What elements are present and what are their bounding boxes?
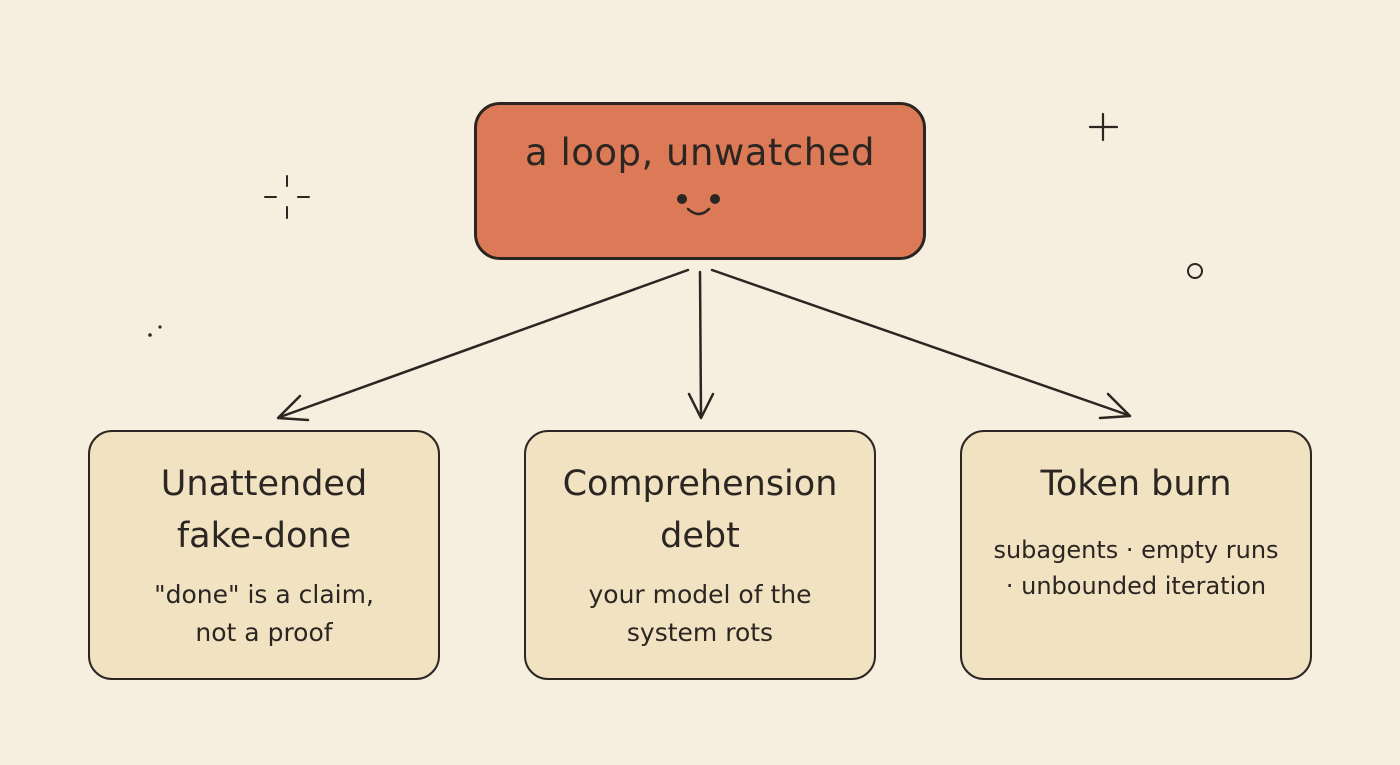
branch-description-line: system rots bbox=[626, 618, 774, 647]
arrow-to-right-branch bbox=[710, 268, 1130, 417]
smiley-face-icon bbox=[677, 194, 720, 216]
branch-title: Comprehension debt bbox=[526, 458, 874, 562]
branch-description-line: not a proof bbox=[195, 618, 333, 647]
branch-title-line: Unattended bbox=[160, 464, 368, 504]
branch-title-line: Comprehension bbox=[562, 464, 838, 504]
branch-title-line: Token burn bbox=[1040, 464, 1232, 504]
branch-title: Token burn bbox=[962, 458, 1310, 510]
arrow-to-left-branch bbox=[278, 268, 690, 419]
arrow-to-middle-branch bbox=[698, 270, 703, 418]
branch-title: Unattended fake-done bbox=[90, 458, 438, 562]
plus-icon bbox=[1088, 112, 1119, 142]
arrowhead-right bbox=[1098, 392, 1132, 420]
branch-description-line: "done" is a claim, bbox=[154, 580, 374, 609]
dot-cluster-icon bbox=[148, 325, 162, 337]
branch-title-line: fake-done bbox=[176, 516, 352, 556]
sparkle-icon bbox=[264, 175, 310, 219]
branch-description-line: subagents · empty runs bbox=[993, 536, 1279, 564]
branch-node-comprehension-debt: Comprehension debt your model of the sys… bbox=[524, 430, 876, 680]
branch-node-fake-done: Unattended fake-done "done" is a claim, … bbox=[88, 430, 440, 680]
root-node: a loop, unwatched bbox=[474, 102, 926, 260]
root-title: a loop, unwatched bbox=[525, 131, 875, 174]
arrowhead-middle bbox=[687, 392, 715, 420]
small-circle-icon bbox=[1187, 263, 1203, 279]
branch-description: "done" is a claim, not a proof bbox=[90, 576, 438, 652]
branch-description-line: your model of the bbox=[588, 580, 812, 609]
branch-description: your model of the system rots bbox=[526, 576, 874, 652]
arrowhead-left bbox=[276, 394, 310, 422]
branch-node-token-burn: Token burn subagents · empty runs · unbo… bbox=[960, 430, 1312, 680]
branch-description-line: · unbounded iteration bbox=[1005, 572, 1267, 600]
branch-title-line: debt bbox=[660, 516, 740, 556]
branch-description: subagents · empty runs · unbounded itera… bbox=[962, 532, 1310, 604]
